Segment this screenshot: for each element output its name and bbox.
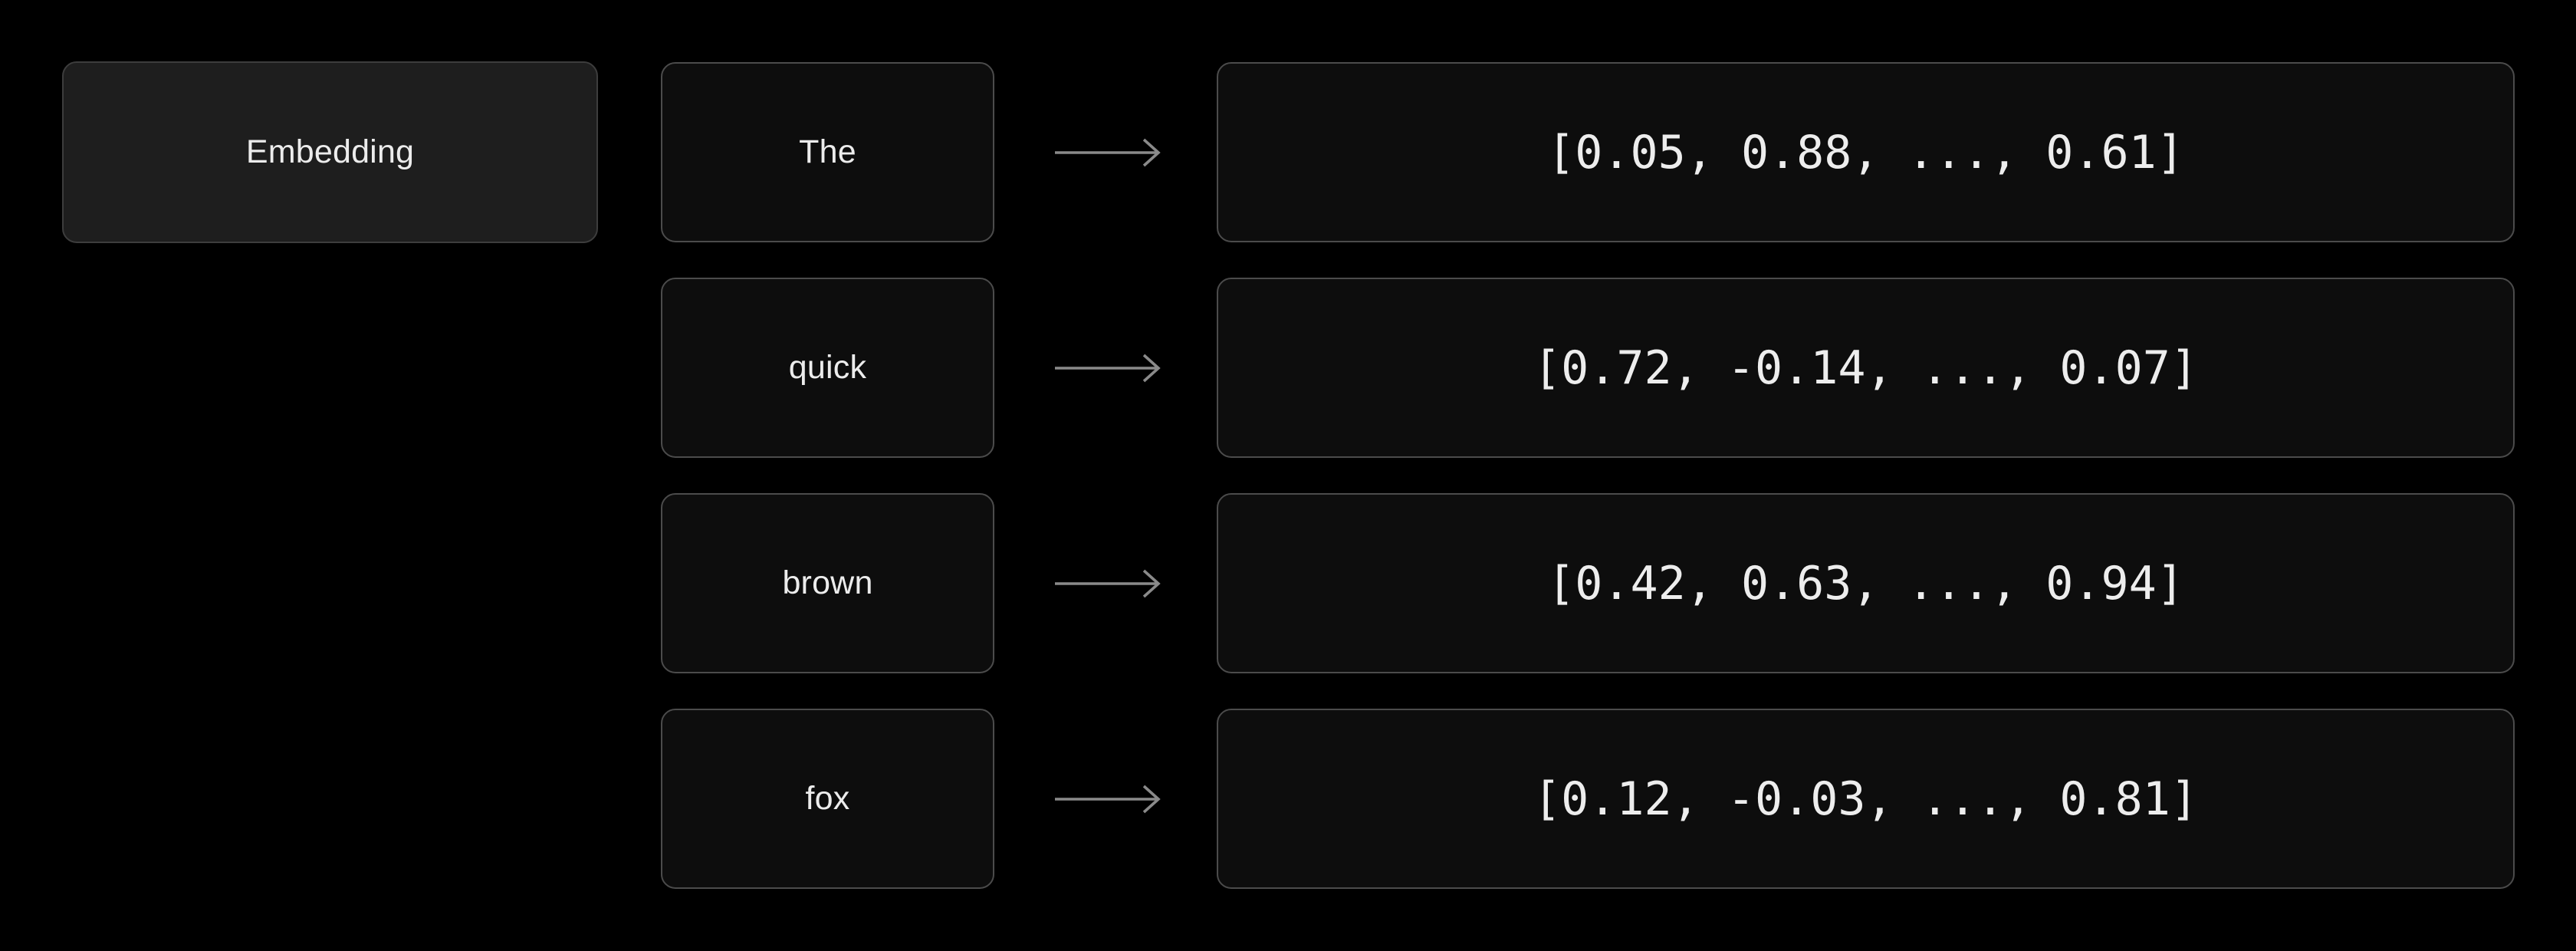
vector-value: [0.05, 0.88, ..., 0.61]	[1547, 125, 2184, 179]
vector-value: [0.42, 0.63, ..., 0.94]	[1547, 556, 2184, 610]
token-label: brown	[782, 564, 873, 601]
token-card: fox	[661, 709, 994, 889]
token-card: quick	[661, 278, 994, 458]
embedding-row: brown [0.42, 0.63, ..., 0.94]	[0, 493, 2576, 673]
long-right-arrow-icon	[1047, 561, 1167, 607]
token-label: The	[799, 133, 856, 170]
stage-card-label: Embedding	[245, 133, 415, 170]
embedding-row: The [0.05, 0.88, ..., 0.61]	[0, 62, 2576, 242]
vector-value: [0.12, -0.03, ..., 0.81]	[1533, 772, 2198, 826]
long-right-arrow-icon	[1047, 130, 1167, 176]
token-card: The	[661, 62, 994, 242]
long-right-arrow-icon	[1047, 776, 1167, 822]
vector-card: [0.05, 0.88, ..., 0.61]	[1217, 62, 2515, 242]
vector-card: [0.72, -0.14, ..., 0.07]	[1217, 278, 2515, 458]
stage-card-embedding: Embedding	[62, 61, 598, 243]
token-card: brown	[661, 493, 994, 673]
embedding-row: fox [0.12, -0.03, ..., 0.81]	[0, 709, 2576, 889]
vector-card: [0.12, -0.03, ..., 0.81]	[1217, 709, 2515, 889]
token-label: quick	[788, 349, 867, 386]
vector-value: [0.72, -0.14, ..., 0.07]	[1533, 341, 2198, 395]
embedding-row: quick [0.72, -0.14, ..., 0.07]	[0, 278, 2576, 458]
long-right-arrow-icon	[1047, 345, 1167, 391]
token-label: fox	[805, 780, 850, 817]
vector-card: [0.42, 0.63, ..., 0.94]	[1217, 493, 2515, 673]
